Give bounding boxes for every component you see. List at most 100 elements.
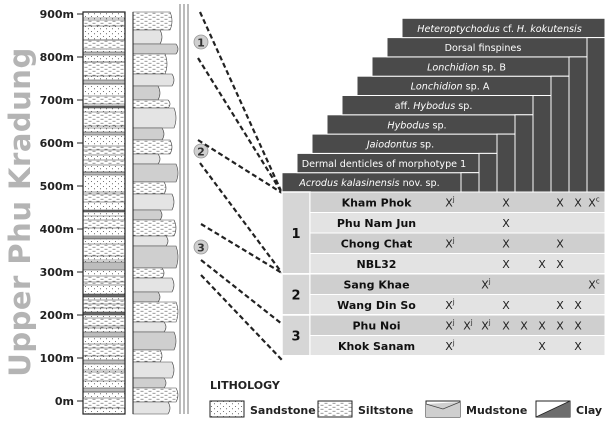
column-layer [83,344,125,356]
occurrence-mark: X [538,258,546,271]
taxon-header: Heteroptychodus cf. H. kokutensis [401,17,605,193]
column-layer [83,40,125,49]
column-layer [83,276,125,285]
column-layer [83,398,125,408]
profile-bed [132,107,177,129]
profile-bed [132,139,173,155]
profile-bed [132,331,177,351]
site-name: Phu Noi [352,320,400,333]
svg-text:Clay: Clay [576,404,602,417]
profile-bed [132,291,161,303]
column-frame [82,11,126,415]
grain-size-profile [132,4,189,415]
occurrence-mark: Xj [445,196,455,210]
column-layer [83,62,125,76]
site-name: Khok Sanam [338,340,415,353]
legend-item-siltstone: Siltstone [317,400,413,418]
taxon-header: Dorsal finspines [386,37,588,193]
depth-tick-label: 300m [40,266,74,279]
legend-item-mudstone: Mudstone [425,400,527,418]
column-layer [83,318,125,328]
column-layer [83,52,125,55]
profile-bed [132,209,163,221]
column-layer [83,210,125,212]
occurrence-mark: X [574,340,582,353]
depth-tick-label: 700m [40,94,74,107]
horizon-marker-1: 1 [193,34,209,50]
taxon-label: aff. Hybodus sp. [395,101,473,112]
occurrence-table: Acrodus kalasinensis nov. sp.Dermal dent… [281,17,605,357]
legend-title: LITHOLOGY [210,379,281,392]
occurrence-mark: X [502,217,510,230]
taxon-label: Heteroptychodus cf. H. kokutensis [417,24,581,35]
profile-bed [132,361,175,379]
column-layer [83,112,125,126]
depth-tick-label: 800m [40,51,74,64]
profile-bed [132,85,161,101]
profile-bed [132,377,167,389]
legend-item-clay: Clay [535,400,602,418]
column-layer [83,106,125,108]
column-layers [83,17,125,409]
column-layer [83,132,125,135]
depth-tick-label: 200m [40,309,74,322]
profile-bed [132,29,163,45]
profile-bed [132,163,179,183]
profile-bed [132,127,165,141]
taxon-header: aff. Hybodus sp. [341,95,534,193]
group-label: 1 [291,227,300,242]
profile-bed [132,73,175,87]
occurrence-mark: Xj [445,298,455,312]
occurrence-mark: Xj [445,319,455,333]
column-layer [83,332,125,337]
occurrence-mark: X [556,238,564,251]
taxon-label: Dorsal finspines [445,43,522,54]
profile-bed [132,245,179,269]
svg-text:2: 2 [197,146,205,159]
taxon-header: Lonchidion sp. B [371,56,570,193]
column-layer [83,388,125,392]
svg-text:1: 1 [197,37,205,50]
column-layer [83,20,125,26]
profile-bed [132,301,179,323]
svg-text:Sandstone: Sandstone [250,404,316,417]
occurrence-mark: X [502,197,510,210]
taxon-header: Acrodus kalasinensis nov. sp. [281,172,462,193]
taxon-label: Hybodus sp. [387,120,446,131]
figure-title: Upper Phu Kradung [3,47,37,376]
profile-bed [132,401,171,415]
column-layer [83,80,125,84]
column-layer [83,262,125,270]
occurrence-mark: X [556,197,564,210]
occurrence-mark: X [574,320,582,333]
lithology-legend: LITHOLOGY Sandstone Siltstone Mudstone C… [209,379,602,418]
column-layer [83,244,125,256]
taxon-label: Lonchidion sp. B [427,62,506,73]
lithology-column [82,11,126,415]
occurrence-mark: X [574,197,582,210]
site-name: Chong Chat [341,238,413,251]
column-layer [83,146,125,155]
profile-bed [132,267,165,279]
taxon-label: Jaiodontus sp. [365,140,434,151]
occurrence-mark: X [556,258,564,271]
occurrence-mark: X [574,299,582,312]
profile-bed [132,277,175,293]
occurrence-mark: X [556,320,564,333]
occurrence-mark: X [556,299,564,312]
profile-bed [132,99,171,109]
taxa-header: Acrodus kalasinensis nov. sp.Dermal dent… [281,17,605,193]
profile-bed [132,181,167,195]
depth-tick-label: 0m [55,395,74,408]
column-layer [83,360,125,364]
svg-text:Siltstone: Siltstone [358,404,413,417]
